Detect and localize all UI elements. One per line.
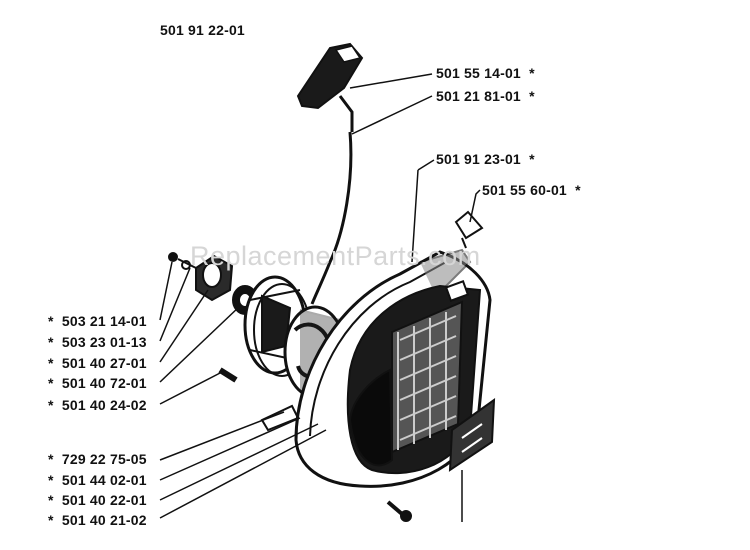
part-marker: * [529,151,535,167]
part-label-right[interactable]: 501 21 81-01 * [436,88,535,104]
part-marker: * [48,334,54,350]
part-number: 501 55 60-01 [482,182,567,198]
starter-housing [294,248,492,488]
part-number: 503 23 01-13 [61,334,147,350]
part-number: 501 40 27-01 [61,355,147,371]
part-number: 501 40 22-01 [61,492,147,508]
part-number: 501 40 72-01 [61,375,147,391]
screw-bottom [386,500,412,522]
part-marker: * [529,88,535,104]
part-label-right[interactable]: 501 91 23-01 * [436,151,535,167]
part-label-right[interactable]: 501 55 60-01 * [482,182,581,198]
part-number: 501 21 81-01 [436,88,521,104]
screw-small [168,252,197,270]
part-number: 501 44 02-01 [61,472,147,488]
part-marker: * [48,512,54,528]
part-number: 501 40 24-02 [61,397,147,413]
part-label-left[interactable]: * 501 40 24-02 [48,397,147,413]
part-label-left[interactable]: * 501 40 21-02 [48,512,147,528]
part-label-left[interactable]: * 501 40 27-01 [48,355,147,371]
part-number: 729 22 75-05 [61,451,147,467]
pawl-carrier [195,254,234,302]
part-label-right[interactable]: 501 55 14-01 * [436,65,535,81]
starter-handle [296,42,364,132]
part-number: 503 21 14-01 [61,313,147,329]
retaining-clip [454,210,484,249]
part-label-left[interactable]: * 501 40 22-01 [48,492,147,508]
assembly-number: 501 91 22-01 [160,22,245,38]
part-label-left[interactable]: * 501 44 02-01 [48,472,147,488]
part-number: 501 40 21-02 [61,512,147,528]
part-label-left[interactable]: * 503 21 14-01 [48,313,147,329]
part-label-left[interactable]: * 729 22 75-05 [48,451,147,467]
part-label-left[interactable]: * 501 40 72-01 [48,375,147,391]
part-marker: * [575,182,581,198]
part-marker: * [48,355,54,371]
watermark: ReplacementParts.com [190,241,481,271]
decal [448,397,496,472]
part-marker: * [48,313,54,329]
part-marker: * [48,451,54,467]
part-marker: * [529,65,535,81]
part-number: 501 55 14-01 [436,65,521,81]
part-number: 501 91 23-01 [436,151,521,167]
starter-rope [310,131,353,305]
part-marker: * [48,375,54,391]
part-marker: * [48,492,54,508]
leader-lines-right [349,73,481,522]
part-label-left[interactable]: * 503 23 01-13 [48,334,147,350]
screw-mid [218,367,238,383]
leader-lines-left [159,261,327,519]
part-marker: * [48,472,54,488]
part-marker: * [48,397,54,413]
